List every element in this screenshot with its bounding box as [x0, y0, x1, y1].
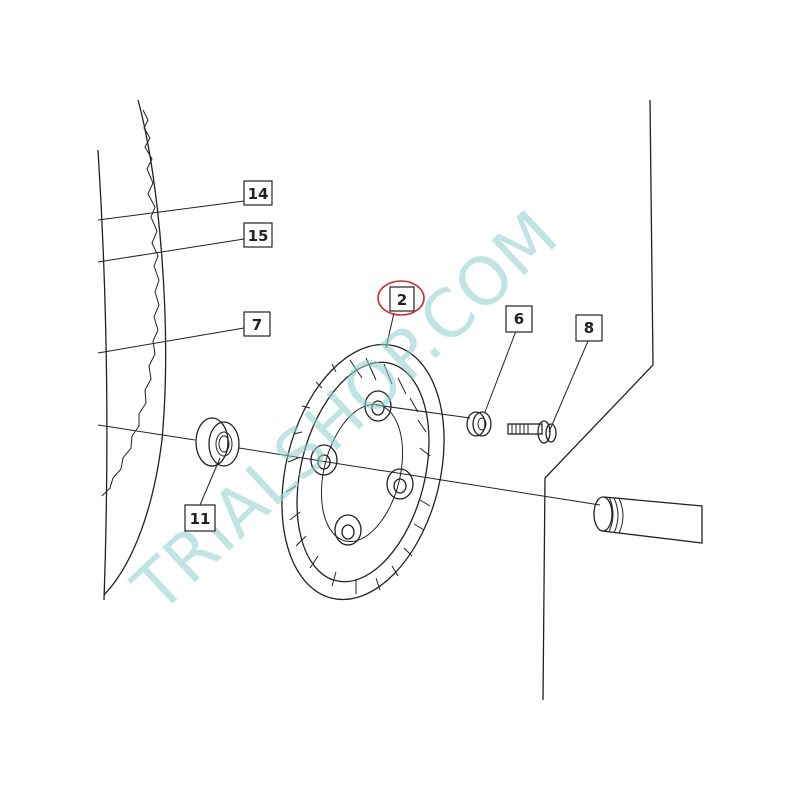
callout-6: 6: [505, 305, 533, 333]
bolt-part: [507, 420, 557, 444]
leader-lines: [97, 200, 589, 506]
callout-8-text: 8: [584, 319, 594, 337]
callout-8: 8: [575, 314, 603, 342]
callout-11-text: 11: [190, 510, 211, 528]
axle-lines: [97, 404, 601, 506]
callout-7: 7: [243, 311, 271, 337]
bearing-part: [195, 417, 240, 467]
callout-6-text: 6: [514, 310, 524, 328]
callout-15: 15: [243, 222, 273, 248]
callout-11: 11: [184, 504, 216, 532]
watermark: TRIALSHOP.COM: [118, 196, 573, 628]
axle-part: [593, 496, 703, 544]
callout-7-text: 7: [252, 316, 262, 334]
callout-2: 2: [377, 280, 425, 316]
callout-2-text: 2: [397, 291, 407, 309]
callout-14: 14: [243, 180, 273, 206]
wheel-rim: [97, 99, 167, 601]
frame-plate: [542, 99, 654, 701]
callout-14-text: 14: [248, 185, 269, 203]
callout-15-text: 15: [248, 227, 269, 245]
brake-disc-part: [281, 343, 445, 601]
spacer-part: [466, 411, 492, 437]
highlight-circle: [377, 280, 425, 316]
